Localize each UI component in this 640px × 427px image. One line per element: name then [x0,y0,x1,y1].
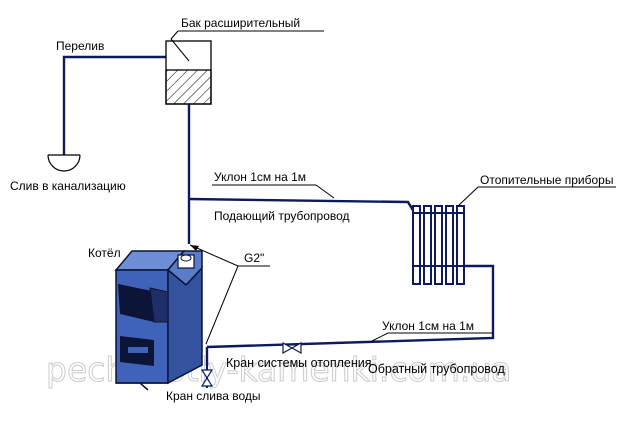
g2-leader-top [189,244,239,267]
expansion-tank-leader [170,38,190,62]
system-valve-label: Кран системы отопления [226,356,372,370]
g2-arrow-top [190,245,199,251]
slope-top-leader [315,184,335,199]
boiler [114,250,203,391]
expansion-tank-leader-tick [170,30,179,40]
drain-to-sewer-label: Слив в канализацию [10,179,126,193]
expansion-tank-label: Бак расширительный [181,16,300,30]
system-valve-icon [282,341,302,355]
return-pipe-label: Обратный трубопровод [368,362,505,376]
return-pipe [206,264,495,349]
heating-devices-label: Отопительные приборы [480,173,613,187]
drain-valve-label: Кран слива воды [166,389,261,403]
overflow-label: Перелив [56,39,104,53]
radiator [412,205,465,285]
heating-devices-leader [457,186,479,207]
overflow-pipe [62,55,189,155]
drain-funnel-icon [47,154,81,172]
g2-leader-bottom [205,265,239,345]
slope-top-label: Уклон 1см на 1м [214,170,306,184]
expansion-tank-water [165,69,212,105]
drain-valve-icon [200,369,214,387]
slope-bottom-leader [369,332,389,343]
boiler-label: Котёл [88,246,121,260]
slope-bottom-label: Уклон 1см на 1м [382,319,474,333]
g2-label: G2" [244,251,264,265]
supply-pipe-label: Подающий трубопровод [214,209,350,223]
